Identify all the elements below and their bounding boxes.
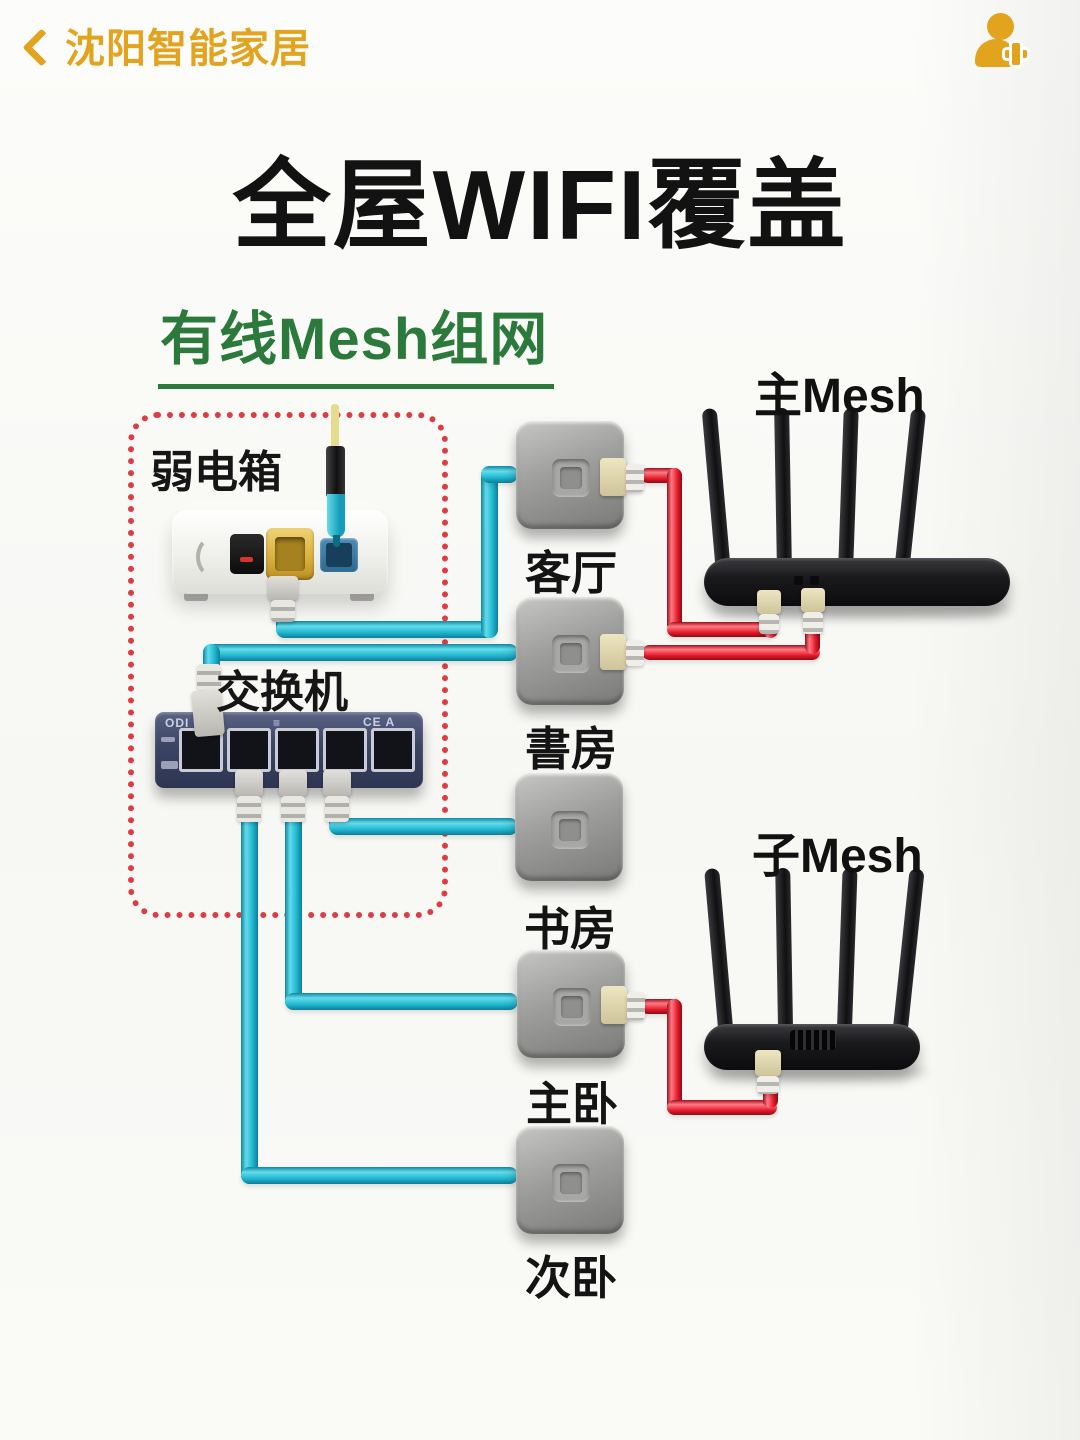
main-mesh-wan-plug <box>757 590 781 614</box>
chevron-left-icon <box>22 27 61 67</box>
plate-port <box>551 811 589 849</box>
plate-port <box>552 459 590 497</box>
study1-boot <box>626 640 644 666</box>
cable-modem-to-livingroom <box>276 621 498 638</box>
sub-mesh-antenna <box>775 867 793 1029</box>
plate-label-second: 次卧 <box>525 1252 617 1304</box>
main-mesh-port-dot <box>810 576 819 585</box>
switch-mark-left: ODI <box>165 716 190 730</box>
wall-plate-second <box>516 1126 624 1234</box>
cable-livingroom-stub <box>481 466 518 483</box>
cable-switch-to-second <box>241 1167 518 1184</box>
switch-downlink-plug <box>235 770 263 796</box>
patch-to-submesh <box>667 1100 777 1115</box>
cable-study1-to-switch <box>203 644 518 661</box>
patch-livingroom-down <box>667 468 682 632</box>
switch-downlink-plug <box>323 770 351 796</box>
main-mesh-label: 主Mesh <box>754 370 925 423</box>
switch-mark-center: ≡ <box>273 716 282 730</box>
page-title: 全屋WIFI覆盖 <box>232 150 848 260</box>
cable-switch-port1-drop <box>241 814 258 1184</box>
fiber-connector-teal <box>327 494 345 538</box>
sub-mesh-antenna <box>704 867 733 1029</box>
follow-user-button[interactable] <box>972 12 1030 70</box>
switch-port <box>227 728 271 772</box>
main-mesh-wan-boot <box>759 614 779 634</box>
fiber-cable <box>331 404 339 450</box>
sub-mesh-boot <box>757 1076 779 1094</box>
cable-switch-to-study2 <box>329 818 518 835</box>
page-edge-shade <box>910 0 1080 1440</box>
weak-box-label: 弱电箱 <box>150 448 282 497</box>
modem-power-port <box>230 534 264 574</box>
main-mesh-antenna <box>838 407 859 574</box>
plate-port <box>553 988 591 1026</box>
plate-port <box>552 635 590 673</box>
switch-uplink-boot <box>197 664 221 690</box>
cable-switch-to-master <box>285 993 518 1010</box>
modem-lan-boot <box>271 600 295 622</box>
switch-mark-right: CE A <box>363 715 396 729</box>
switch-port-row <box>179 728 415 772</box>
cable-livingroom-riser <box>481 466 498 638</box>
patch-to-mainmesh-wan <box>667 622 777 637</box>
modem-lan-port <box>266 528 314 580</box>
main-mesh-router <box>704 558 1010 606</box>
modem-crescent-mark <box>196 536 230 578</box>
plate-port <box>552 1164 590 1202</box>
person-add-icon <box>987 13 1014 40</box>
cable-switch-port2-drop <box>285 814 302 1010</box>
wall-plate-study2 <box>515 773 623 881</box>
main-mesh-antenna <box>701 407 731 574</box>
switch-downlink-boot <box>325 796 349 822</box>
main-mesh-lan-boot <box>803 612 823 634</box>
sub-mesh-antenna <box>837 867 858 1029</box>
switch-label: 交换机 <box>216 668 348 717</box>
livingroom-plug <box>600 458 626 496</box>
account-name[interactable]: 沈阳智能家居 <box>65 27 311 71</box>
wall-plate-livingroom <box>516 421 624 529</box>
sub-mesh-vent-grille <box>790 1030 836 1050</box>
patch-mainmesh-lan-to-study1 <box>642 645 820 660</box>
switch-port <box>371 728 415 772</box>
main-mesh-port-dot <box>794 576 803 585</box>
study1-plug <box>600 634 626 670</box>
modem-foot <box>350 592 374 601</box>
plate-label-study2: 书房 <box>524 903 616 955</box>
fiber-connector-black <box>326 446 345 498</box>
page-subtitle: 有线Mesh组网 <box>158 292 555 389</box>
switch-port <box>275 728 319 772</box>
patch-master-down <box>667 999 682 1115</box>
modem-foot <box>184 592 208 601</box>
main-mesh-lan-plug <box>801 588 825 612</box>
switch-port <box>323 728 367 772</box>
switch-downlink-plug <box>279 770 307 796</box>
sub-mesh-plug <box>755 1050 781 1076</box>
back-button[interactable]: 沈阳智能家居 <box>22 16 311 74</box>
modem <box>172 510 388 594</box>
switch-downlink-boot <box>237 796 261 822</box>
plate-label-study1: 書房 <box>525 723 617 775</box>
plate-label-livingroom: 客厅 <box>525 547 617 599</box>
master-plug <box>601 986 627 1024</box>
master-boot <box>627 992 645 1020</box>
fiber-connector-tip <box>333 535 340 547</box>
modem-lan-plug <box>268 576 298 600</box>
switch-downlink-boot <box>281 796 305 822</box>
main-mesh-antenna <box>774 407 792 574</box>
plate-label-master: 主卧 <box>526 1078 618 1130</box>
sub-mesh-label: 子Mesh <box>752 830 923 883</box>
livingroom-boot <box>626 464 644 492</box>
